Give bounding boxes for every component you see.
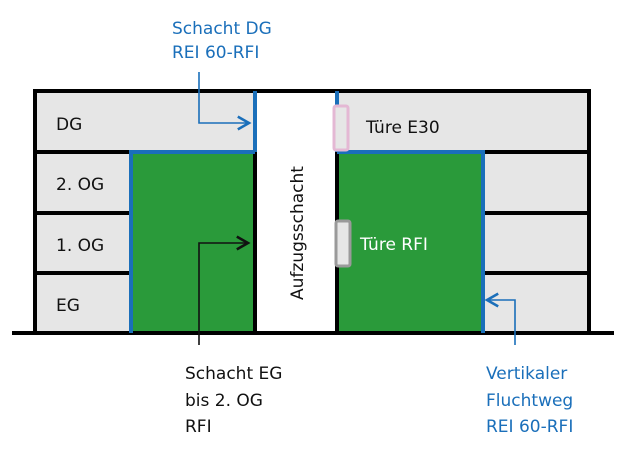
annotation-schacht-eg-line1: Schacht EG bbox=[185, 364, 282, 384]
annotation-schacht-dg-line2: REI 60-RFI bbox=[172, 43, 259, 63]
annotation-fluchtweg-line1: Vertikaler bbox=[486, 364, 567, 384]
floor-label-1og: 1. OG bbox=[56, 236, 104, 256]
door-e30-icon bbox=[332, 104, 350, 152]
barrier-eg-shaft bbox=[129, 150, 255, 333]
elevator-shaft bbox=[255, 91, 337, 333]
arrow-schacht-eg-icon bbox=[198, 235, 251, 345]
annotation-fluchtweg-line3: REI 60-RFI bbox=[486, 417, 573, 437]
door-rfi-label: Türe RFI bbox=[359, 235, 428, 255]
door-rfi-icon bbox=[334, 219, 352, 268]
arrow-schacht-dg-icon bbox=[198, 72, 252, 131]
door-e30-label: Türe E30 bbox=[365, 118, 440, 138]
annotation-fluchtweg-line2: Fluchtweg bbox=[486, 391, 573, 411]
annotation-schacht-eg-line3: RFI bbox=[185, 417, 212, 437]
annotation-schacht-dg-line1: Schacht DG bbox=[172, 19, 272, 39]
elevator-shaft-label: Aufzugsschacht bbox=[288, 166, 308, 300]
floor-label-eg: EG bbox=[56, 296, 80, 316]
arrow-fluchtweg-icon bbox=[484, 292, 516, 345]
floor-label-dg: DG bbox=[56, 115, 82, 135]
barrier-escape-route bbox=[337, 150, 485, 333]
escape-route-compartment bbox=[337, 152, 483, 333]
annotation-schacht-eg-line2: bis 2. OG bbox=[185, 391, 263, 411]
floor-label-2og: 2. OG bbox=[56, 175, 104, 195]
